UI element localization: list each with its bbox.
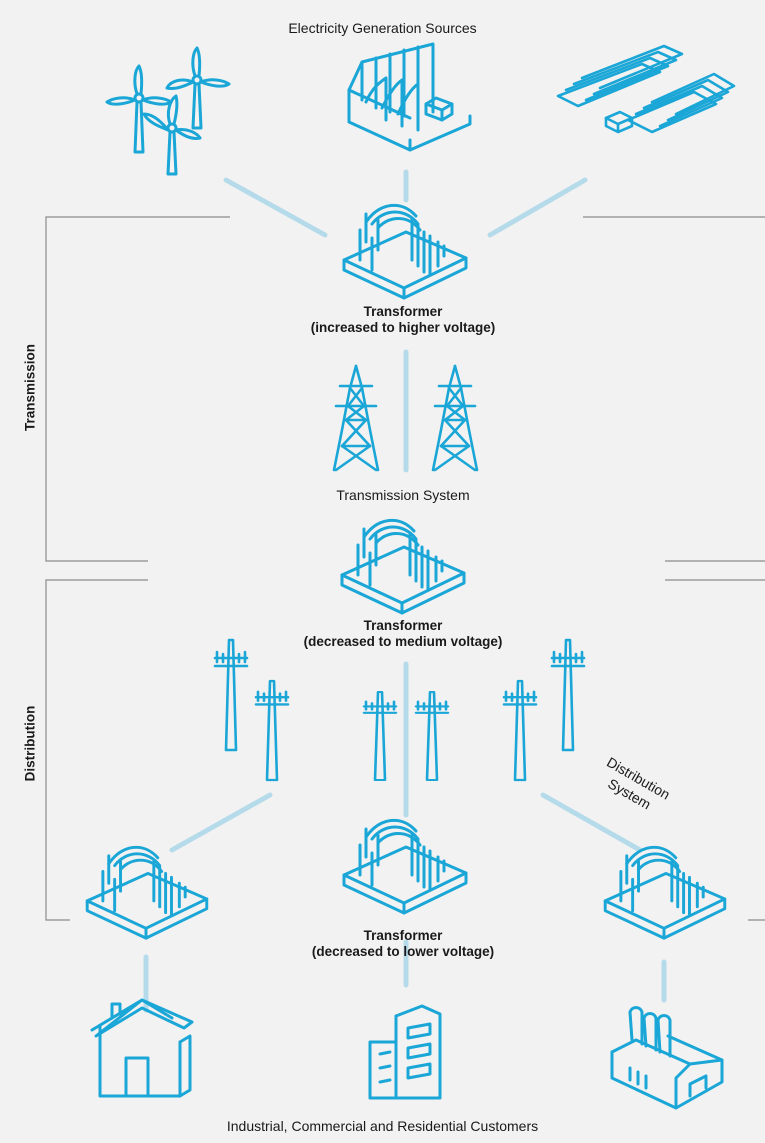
transformer-step-up-title: Transformer [363,304,443,319]
wind-turbines-icon [105,46,231,176]
transformer-icon-industrial [603,845,727,940]
office-building-icon [368,1004,442,1100]
distribution-section-label: Distribution [22,705,38,782]
house-icon [90,998,194,1098]
factory-icon [610,1006,724,1110]
utility-pole-icon-1 [213,638,249,752]
transmission-system-label: Transmission System [336,487,470,503]
solar-panels-icon [556,44,736,134]
transformer-step-down-lower-subtitle: (decreased to lower voltage) [311,944,495,959]
transmission-tower-icon-left [332,364,380,472]
transformer-step-up-subtitle: (increased to higher voltage) [310,320,496,335]
transmission-bracket [45,216,765,562]
utility-pole-icon-4 [414,690,450,782]
utility-pole-icon-5 [502,679,538,782]
transformer-step-down-medium-label: Transformer (decreased to medium voltage… [253,618,553,650]
transformer-step-up-label: Transformer (increased to higher voltage… [253,304,553,336]
distribution-bracket [45,579,765,921]
transformer-step-down-lower-title: Transformer [363,928,443,943]
hydro-dam-icon [347,42,472,152]
transformer-step-down-medium-subtitle: (decreased to medium voltage) [303,634,503,649]
transformer-icon-step-down-medium [340,518,466,615]
transformer-icon-step-up [342,203,468,300]
customers-label: Industrial, Commercial and Residential C… [226,1118,539,1134]
utility-pole-icon-6 [550,638,586,752]
utility-pole-icon-3 [362,690,398,782]
transmission-tower-icon-right [431,364,479,472]
transformer-icon-step-down-lower [342,818,468,915]
utility-pole-icon-2 [254,679,290,782]
transmission-section-label: Transmission [22,343,38,432]
transformer-step-down-lower-label: Transformer (decreased to lower voltage) [253,928,553,960]
transformer-icon-residential [85,845,209,940]
diagram-title: Electricity Generation Sources [288,20,477,36]
transformer-step-down-medium-title: Transformer [363,618,443,633]
